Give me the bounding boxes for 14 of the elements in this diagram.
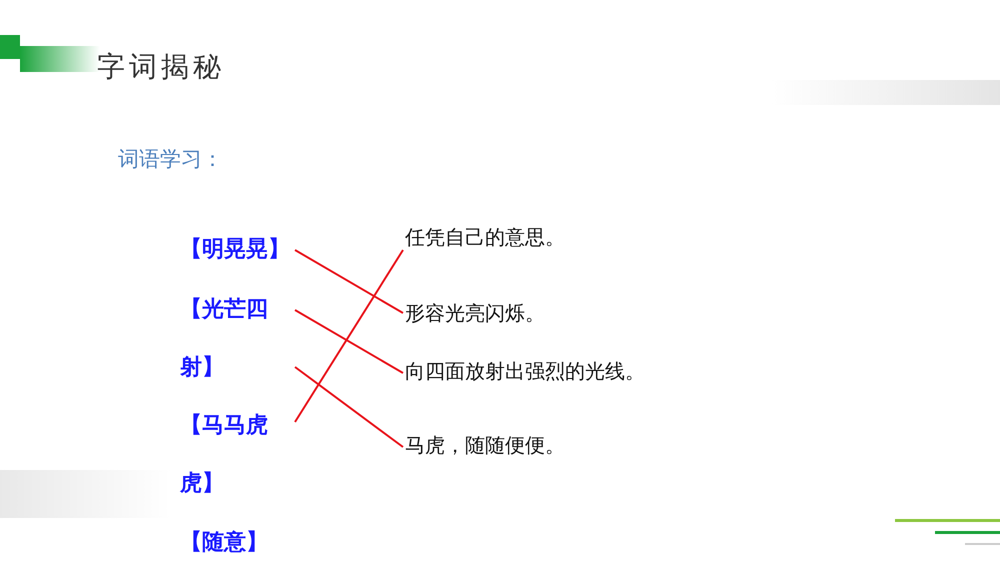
slide-title: 字词揭秘 [97,49,225,85]
matching-line [294,249,404,314]
term-text: 【马马虎虎】 [180,397,295,513]
matching-line [294,309,404,374]
section-label: 词语学习： [118,146,223,173]
term-text: 【随意】 [180,525,295,561]
matching-line [294,249,404,423]
term-text: 【光芒四射】 [180,281,295,397]
matching-line [294,366,404,448]
term-text: 【明晃晃】 [180,221,295,279]
definition-text: 马虎，随随便便。 [405,430,565,460]
definition-text: 任凭自己的意思。 [405,222,565,252]
definition-text: 形容光亮闪烁。 [405,298,545,328]
definition-text: 向四面放射出强烈的光线。 [405,356,645,386]
